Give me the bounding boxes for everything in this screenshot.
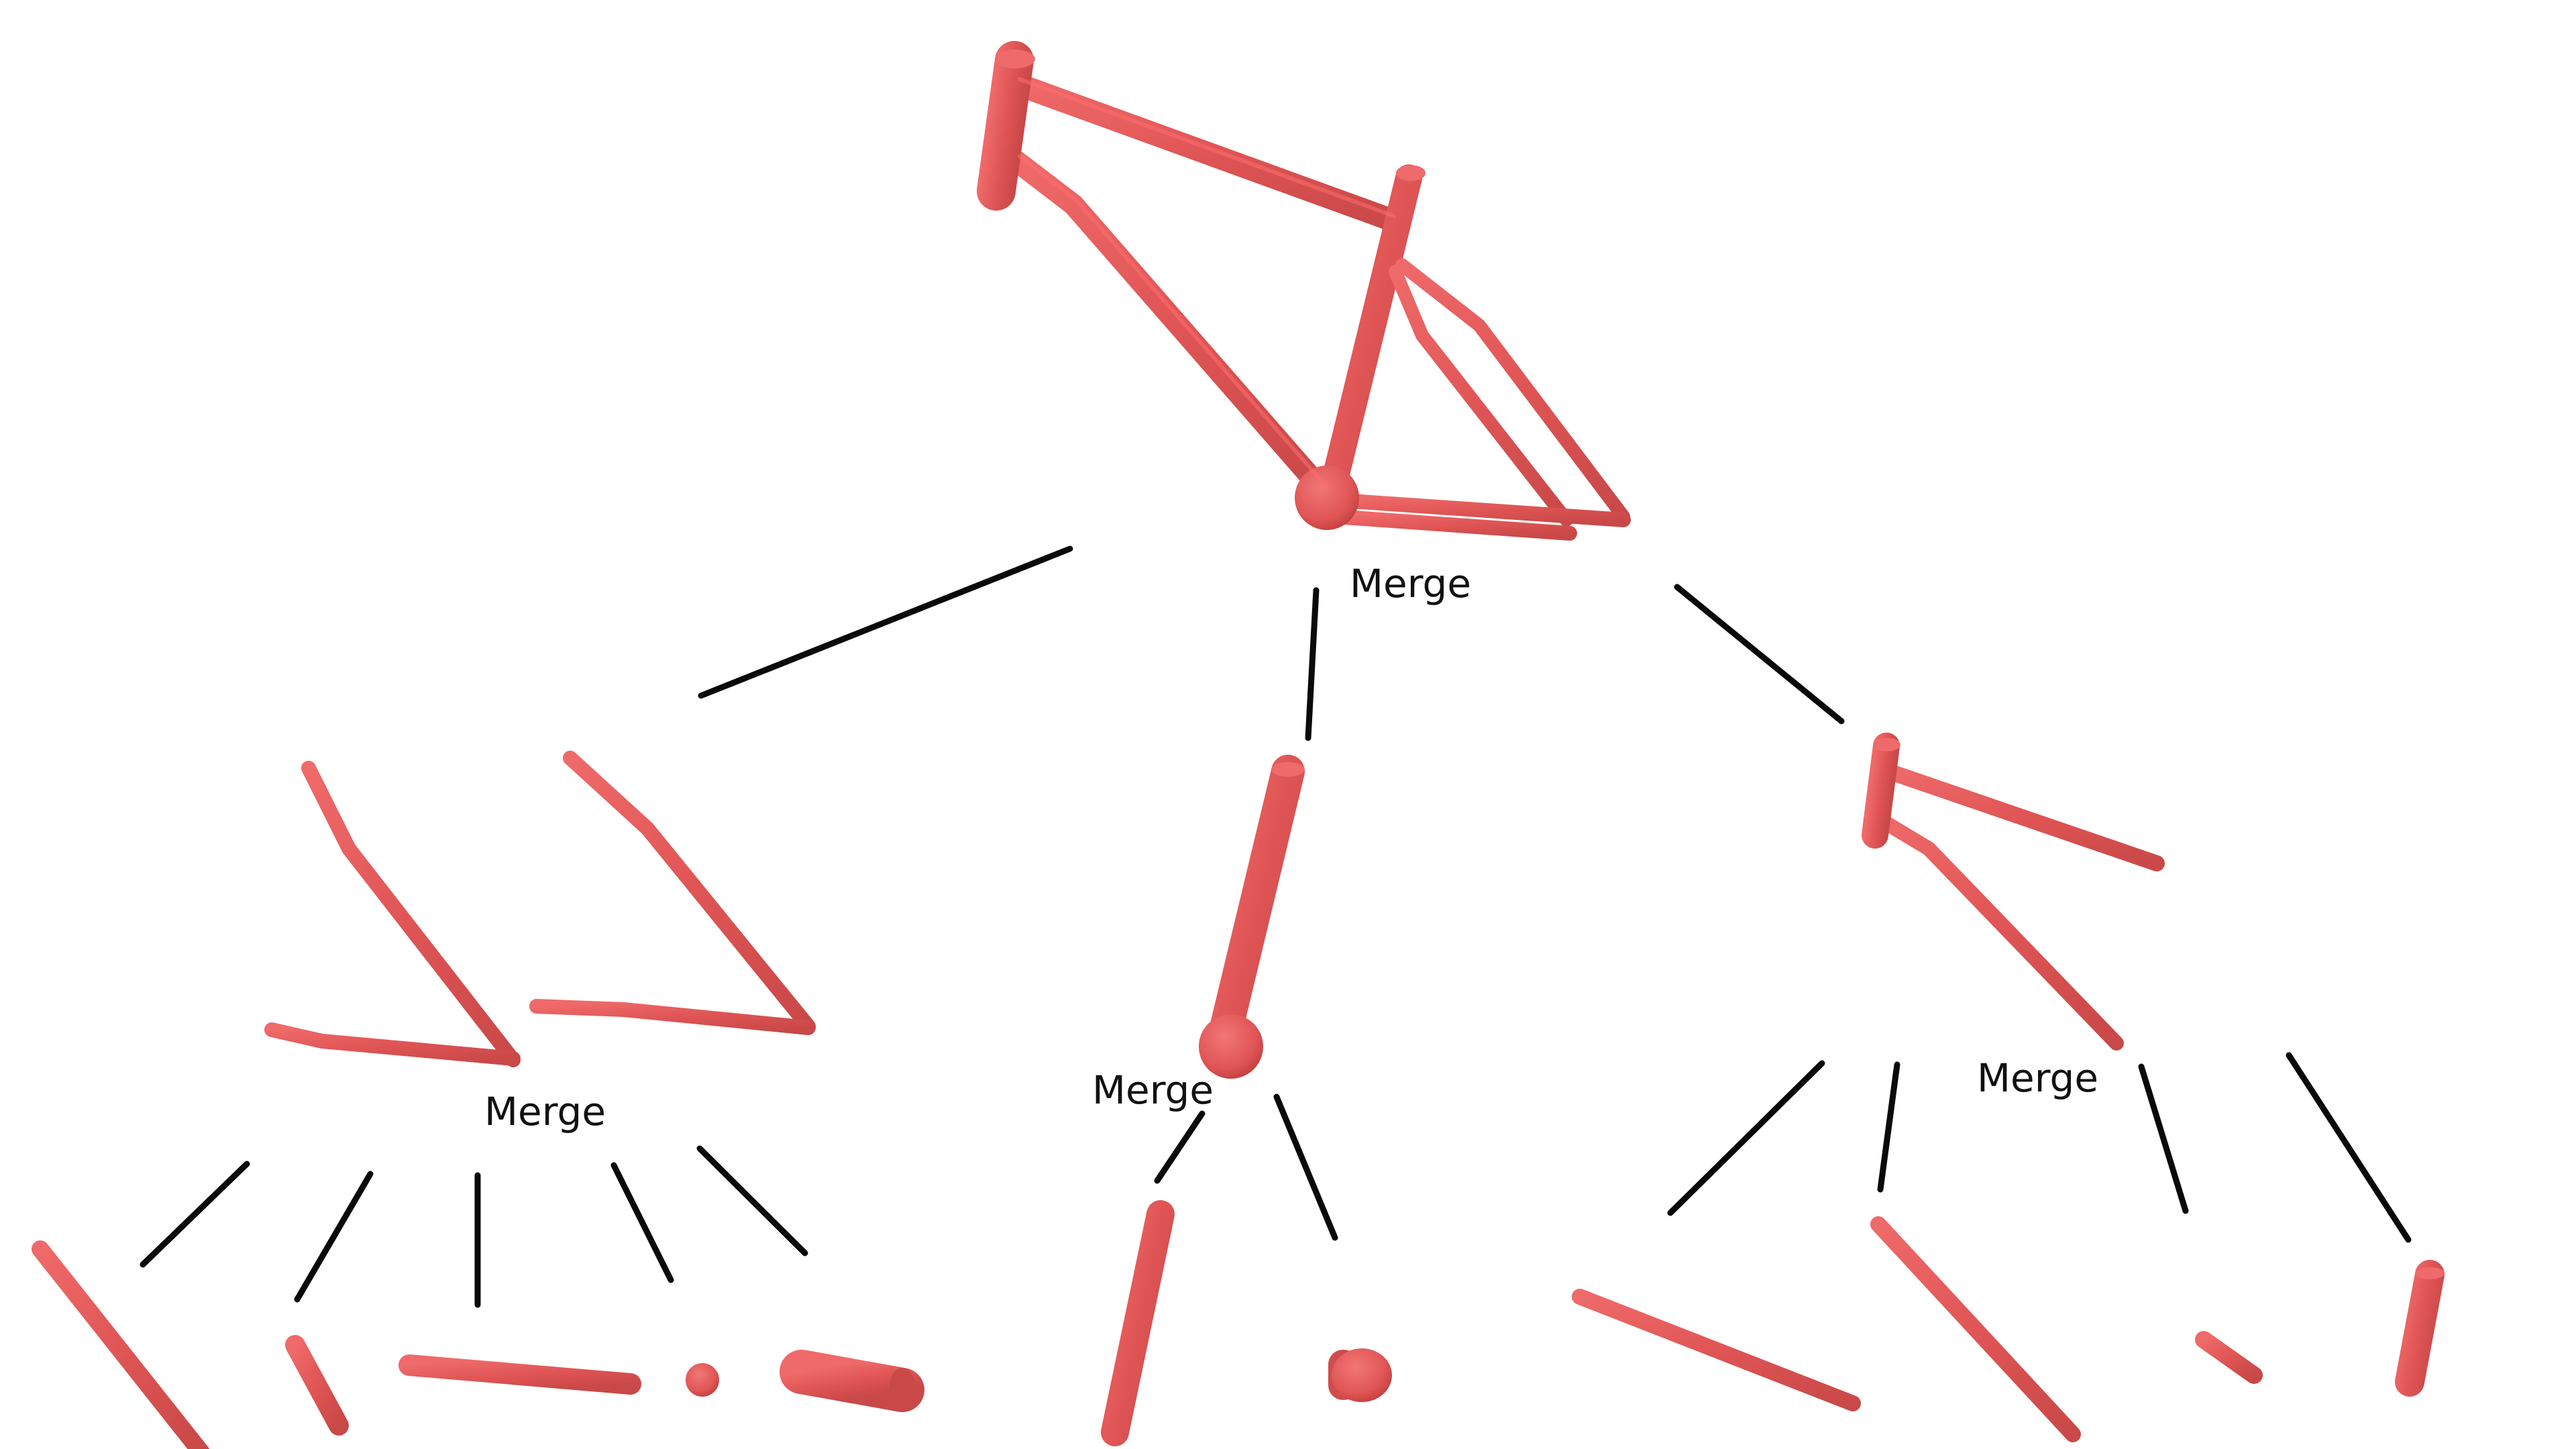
leaf-right-4 xyxy=(2395,1260,2445,1397)
right-headtube-assembly xyxy=(1862,733,2165,1051)
leaf-left-3 xyxy=(398,1354,641,1395)
left-leaf-parts xyxy=(32,1240,924,1449)
left-connectors xyxy=(140,1145,808,1308)
leaf-left-5 xyxy=(780,1350,924,1412)
right-connectors xyxy=(1667,1052,2412,1243)
root-merge-label: Merge xyxy=(1350,561,1471,606)
right-merge-label: Merge xyxy=(1977,1055,2098,1101)
right-leaf-parts xyxy=(1572,1216,2445,1442)
center-connectors xyxy=(1154,1093,1338,1241)
root-connectors xyxy=(698,545,1845,741)
leaf-left-4 xyxy=(686,1363,719,1397)
center-merge-label: Merge xyxy=(1092,1067,1214,1113)
leaf-center-2 xyxy=(1328,1348,1392,1402)
leaf-center-1 xyxy=(1101,1200,1175,1446)
center-seattube-assembly xyxy=(1199,755,1305,1079)
connector-left-2 xyxy=(294,1171,374,1303)
connector-center-2 xyxy=(1273,1093,1338,1241)
connector-left-4 xyxy=(610,1162,674,1283)
connector-center-1 xyxy=(1154,1110,1205,1184)
center-leaf-parts xyxy=(1101,1200,1392,1446)
connector-left-5 xyxy=(696,1145,808,1256)
leaf-right-2 xyxy=(1870,1216,2081,1442)
connector-right-4 xyxy=(2286,1052,2412,1243)
left-merge-label: Merge xyxy=(484,1089,606,1134)
connector-root-right xyxy=(1674,584,1845,724)
connector-left-1 xyxy=(140,1161,250,1268)
connector-right-3 xyxy=(2138,1063,2189,1214)
connector-right-2 xyxy=(1877,1061,1900,1193)
bike-frame-full xyxy=(977,41,1631,541)
leaf-right-1 xyxy=(1572,1289,1861,1411)
leaf-left-1 xyxy=(32,1240,209,1449)
left-stays-assembly xyxy=(264,751,816,1067)
connector-root-left xyxy=(698,545,1073,699)
connector-right-1 xyxy=(1667,1060,1825,1216)
leaf-right-3 xyxy=(2195,1331,2263,1384)
leaf-left-2 xyxy=(285,1335,349,1436)
connector-root-center xyxy=(1305,587,1320,741)
